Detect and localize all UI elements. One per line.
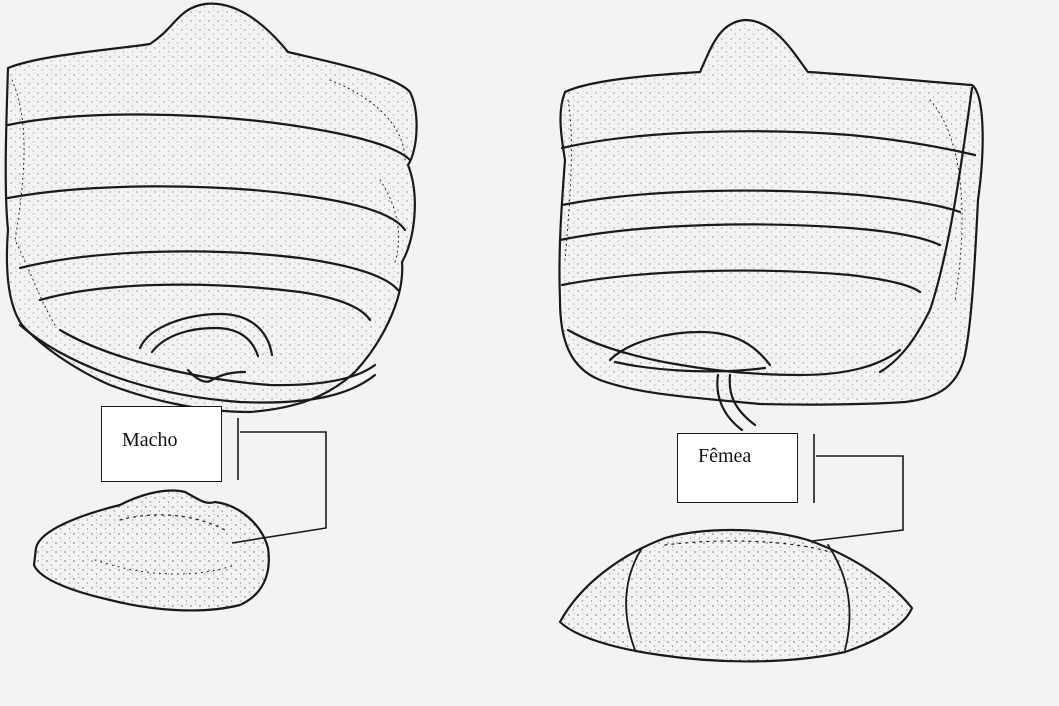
female-leader <box>812 434 903 541</box>
male-detail-outline <box>34 491 269 611</box>
female-detail-outline <box>560 530 912 661</box>
male-label: Macho <box>122 429 178 452</box>
female-specimen <box>559 20 982 430</box>
male-specimen <box>6 4 417 412</box>
female-label-box: Fêmea <box>677 433 798 503</box>
male-label-box: Macho <box>101 406 222 482</box>
male-detail <box>34 491 269 611</box>
female-detail <box>560 530 912 661</box>
female-body-outline <box>559 20 982 405</box>
female-label: Fêmea <box>698 445 751 468</box>
male-body-outline <box>6 4 417 412</box>
